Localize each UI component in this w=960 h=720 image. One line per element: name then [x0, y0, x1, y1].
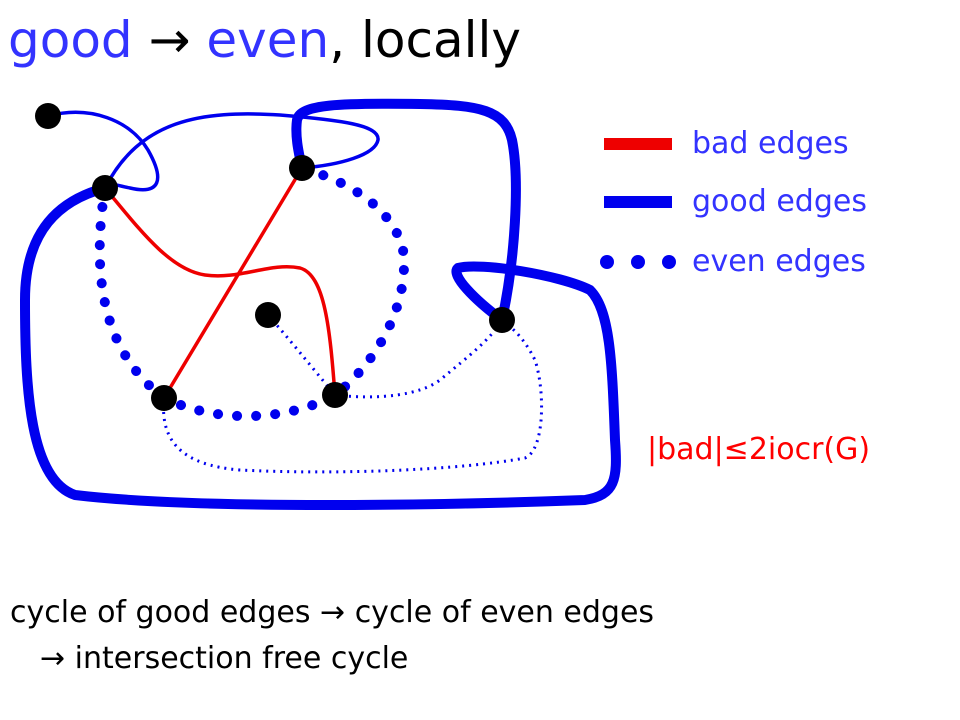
legend-good-label: good edges	[692, 184, 867, 219]
even-edge-thin-2	[334, 319, 504, 399]
title-locally: , locally	[329, 11, 521, 69]
bad-edge-1	[103, 186, 337, 396]
title-even: even	[206, 11, 330, 69]
vertex	[255, 302, 281, 328]
legend-bad-swatch	[604, 138, 672, 150]
title-good: good	[8, 11, 133, 69]
bad-bound-formula: |bad|≤2iocr(G)	[647, 432, 871, 467]
vertex	[151, 385, 177, 411]
bad-edge-2	[162, 167, 304, 399]
good-edge-outer-cycle	[20, 98, 621, 510]
legend-even-label: even edges	[692, 244, 866, 279]
even-edge-thin-1	[266, 314, 337, 396]
caption-line-2: → intersection free cycle	[40, 641, 409, 676]
legend-even-dot	[662, 255, 676, 269]
legend-good-swatch	[604, 196, 672, 208]
vertex	[92, 175, 118, 201]
legend-even-dot	[631, 255, 645, 269]
vertex	[322, 382, 348, 408]
legend-bad-label: bad edges	[692, 126, 849, 161]
vertex	[35, 103, 61, 129]
legend-even-dot	[600, 255, 614, 269]
vertex	[489, 307, 515, 333]
even-edge-thin-3	[162, 318, 543, 474]
good-edge-thin-2	[103, 112, 380, 189]
even-edge-dotted-cycle	[94, 163, 409, 422]
caption-line-1: cycle of good edges → cycle of even edge…	[10, 595, 655, 630]
arrow-icon: →	[148, 11, 191, 69]
slide-title: good → even, locally	[8, 8, 521, 72]
vertex	[289, 155, 315, 181]
